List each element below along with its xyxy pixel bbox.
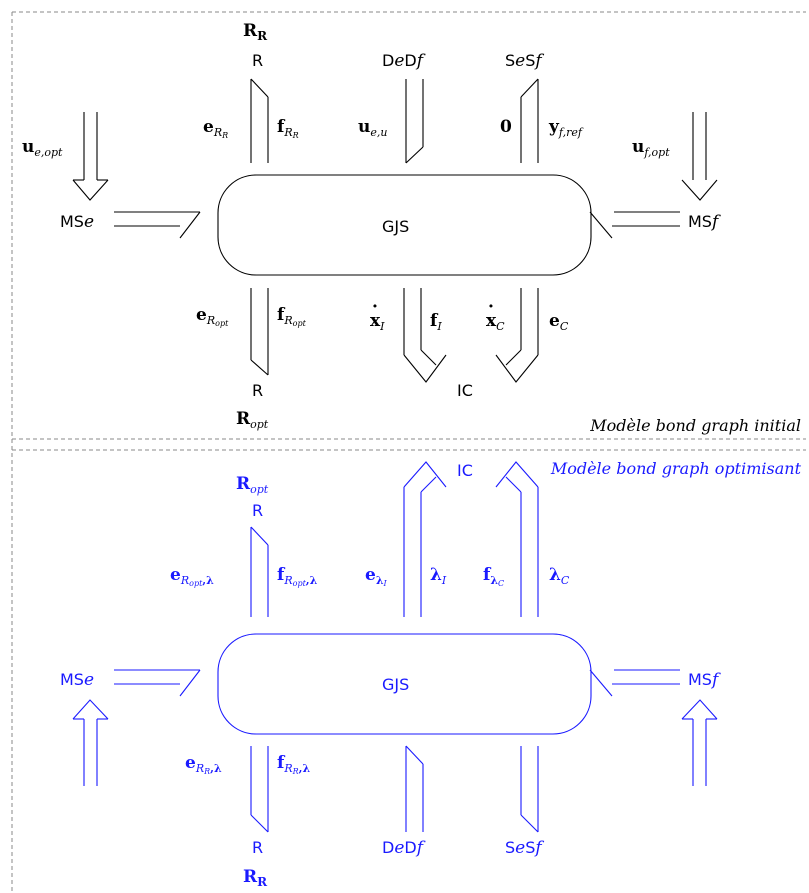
- bond-opt-msf: [589, 669, 680, 697]
- e-ropt-label: eRopt: [196, 305, 229, 328]
- bond-opt-r-bottom: [250, 746, 269, 833]
- bond-de: [405, 79, 424, 164]
- e-rr-label: eRR: [203, 117, 228, 140]
- bond-se: [520, 78, 539, 163]
- bond-mse: [114, 211, 201, 239]
- bond-r-bottom: [250, 288, 269, 376]
- gjs-label: GJS: [382, 217, 409, 236]
- dedf-label: DeDf: [382, 51, 426, 71]
- opt-r-top-bold: Ropt: [236, 474, 269, 496]
- xdot-c-label: xC: [486, 311, 505, 333]
- f-rr-label: fRR: [277, 117, 299, 140]
- gjs-box-optimising: [217, 633, 592, 735]
- xdot-i-dot: ·: [372, 297, 378, 317]
- caption-optimising: Modèle bond graph optimisant: [550, 459, 802, 478]
- bond-opt-c: [495, 461, 539, 617]
- opt-f-ropt-l-label: fRopt,λ: [277, 565, 318, 588]
- opt-mse-label: MSe: [60, 670, 94, 690]
- arrow-opt-mse-up: [72, 699, 109, 786]
- msf-label: MSf: [688, 212, 721, 232]
- arrow-opt-msf-up: [681, 699, 718, 786]
- u-e-opt-label: ue,opt: [22, 137, 63, 159]
- bond-opt-r-top: [250, 526, 269, 617]
- opt-f-rr-l-label: fRR,λ: [277, 753, 310, 776]
- bond-uf-opt: [681, 112, 718, 201]
- opt-r-bottom-symbol: R: [252, 838, 263, 857]
- bond-opt-i: [403, 461, 447, 617]
- panel-optimising-labels: Modèle bond graph optimisant Ropt R IC e…: [60, 459, 802, 889]
- gjs-box-initial: [217, 174, 592, 276]
- opt-dedf-label: DeDf: [382, 838, 426, 858]
- bond-ue-opt: [72, 112, 109, 201]
- bond-opt-mse: [114, 669, 201, 697]
- f-ropt-label: fRopt: [277, 305, 307, 328]
- f-i-label: fI: [430, 311, 442, 333]
- caption-initial: Modèle bond graph initial: [589, 416, 801, 435]
- opt-r-top-symbol: R: [252, 501, 263, 520]
- bond-opt-de: [405, 745, 424, 832]
- opt-e-ropt-l-label: eRopt,λ: [170, 565, 214, 588]
- panel-initial: [72, 78, 718, 383]
- e-c-label: eC: [549, 311, 569, 333]
- ic-label-initial: IC: [457, 381, 473, 400]
- panel-initial-labels: RR R DeDf SeSf ue,opt eRR fRR ue,u 0 yf,…: [22, 21, 801, 435]
- bond-i: [403, 288, 447, 383]
- zero-label: 0: [500, 117, 512, 137]
- bond-c: [495, 288, 539, 383]
- sesf-label: SeSf: [505, 51, 544, 71]
- y-ref-label: yf,ref: [548, 117, 584, 139]
- r-top-symbol: R: [252, 51, 263, 70]
- xdot-i-label: xI: [370, 311, 385, 333]
- opt-e-li-label: eλI: [365, 565, 388, 588]
- bond-msf: [589, 211, 680, 239]
- panel-optimising: [72, 461, 718, 833]
- bond-r-top: [250, 78, 269, 163]
- u-f-opt-label: uf,opt: [632, 137, 670, 159]
- opt-e-rr-l-label: eRR,λ: [185, 753, 222, 776]
- opt-r-bottom-bold: RR: [243, 867, 268, 889]
- r-bottom-bold: Ropt: [236, 409, 269, 431]
- opt-lambda-c-label: λC: [549, 565, 570, 587]
- u-eu-label: ue,u: [358, 117, 387, 139]
- r-bottom-symbol: R: [252, 381, 263, 400]
- opt-ic-label: IC: [457, 461, 473, 480]
- xdot-c-dot: ·: [488, 297, 494, 317]
- opt-lambda-i-label: λI: [430, 565, 447, 587]
- opt-f-lc-label: fλC: [483, 565, 504, 588]
- r-top-bold: RR: [243, 21, 268, 43]
- panel-frames: [11, 11, 806, 893]
- opt-msf-label: MSf: [688, 670, 721, 690]
- opt-gjs-label: GJS: [382, 675, 409, 694]
- opt-sesf-label: SeSf: [505, 838, 544, 858]
- bond-opt-se: [520, 746, 539, 833]
- mse-label: MSe: [60, 212, 94, 232]
